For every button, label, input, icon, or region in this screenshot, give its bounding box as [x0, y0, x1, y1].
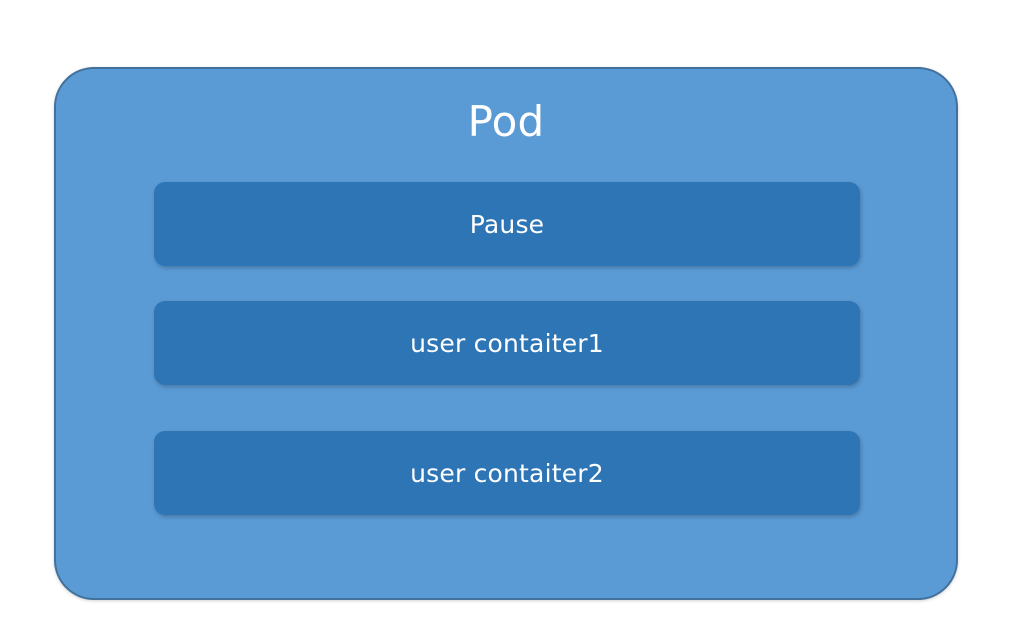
pod-title-label: Pod [467, 97, 545, 146]
container-box-user-1[interactable]: user contaiter1 [154, 301, 860, 385]
container-label: Pause [469, 209, 545, 239]
container-label: user contaiter2 [410, 458, 604, 488]
pod-outer-box[interactable]: Pod Pause user contaiter1 user contaiter… [54, 67, 958, 600]
container-box-pause[interactable]: Pause [154, 182, 860, 266]
container-label: user contaiter1 [410, 328, 604, 358]
container-box-user-2[interactable]: user contaiter2 [154, 431, 860, 515]
